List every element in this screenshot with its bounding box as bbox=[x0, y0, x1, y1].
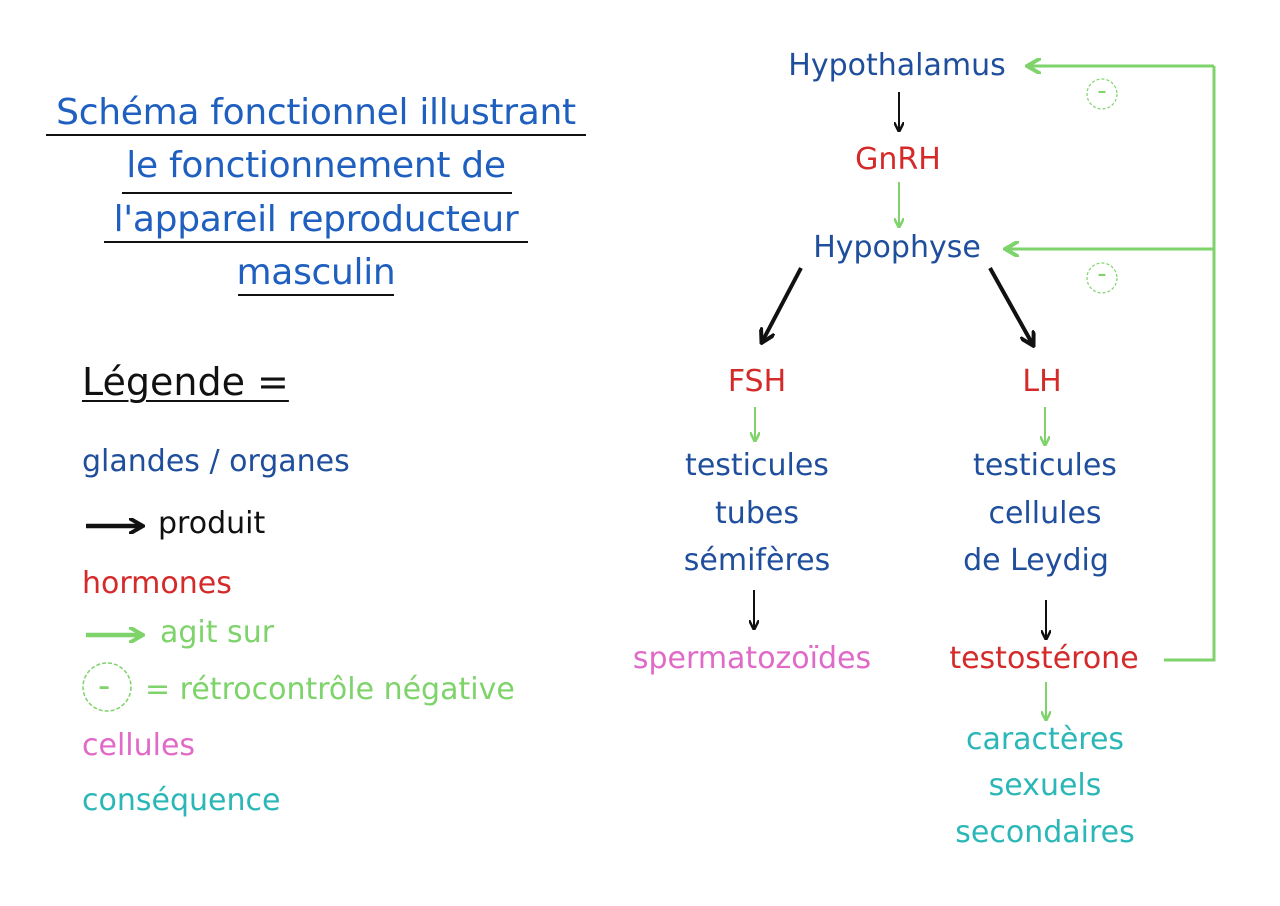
feedback-circle-hypothalamus bbox=[1086, 78, 1118, 110]
effect-line-2: sexuels bbox=[988, 768, 1102, 803]
legend-heading: Légende = bbox=[82, 360, 289, 404]
fsh-target-line-2: tubes bbox=[715, 496, 799, 531]
lh-target-line-1: testicules bbox=[973, 448, 1117, 483]
hormone-gnrh: GnRH bbox=[855, 142, 941, 177]
feedback-symbol-hypophyse: - bbox=[1097, 259, 1107, 289]
title-underline-1 bbox=[46, 134, 586, 136]
arrow-hypophyse-fsh bbox=[762, 267, 803, 342]
legend-cells: cellules bbox=[82, 728, 196, 763]
title-line-4: masculin bbox=[236, 252, 396, 293]
legend-glands: glandes / organes bbox=[82, 444, 350, 479]
legend-negative-feedback: = rétrocontrôle négative bbox=[145, 672, 515, 707]
title-underline-2 bbox=[122, 192, 512, 194]
title-line-3: l'appareil reproducteur bbox=[113, 199, 519, 240]
fsh-target-line-1: testicules bbox=[685, 448, 829, 483]
feedback-circle-hypophyse bbox=[1086, 262, 1118, 294]
fsh-target-line-3: sémifères bbox=[683, 543, 831, 578]
legend-consequence: conséquence bbox=[82, 783, 281, 818]
legend-negative-circle bbox=[82, 662, 132, 712]
lh-target-line-3: de Leydig bbox=[963, 543, 1109, 578]
hormone-testosterone: testostérone bbox=[949, 641, 1139, 676]
node-hypothalamus: Hypothalamus bbox=[788, 48, 1006, 83]
title-line-2: le fonctionnement de bbox=[126, 145, 506, 186]
cells-spermatozoides: spermatozoïdes bbox=[632, 641, 872, 676]
hormone-lh: LH bbox=[1022, 364, 1062, 399]
node-hypophyse: Hypophyse bbox=[813, 230, 981, 265]
legend-negative-symbol: - bbox=[98, 666, 111, 706]
legend-hormones: hormones bbox=[82, 566, 232, 601]
title-underline-3 bbox=[104, 241, 528, 243]
feedback-line bbox=[1164, 66, 1216, 662]
effect-line-1: caractères bbox=[965, 722, 1125, 757]
arrow-hypophyse-lh bbox=[988, 267, 1033, 345]
hormone-fsh: FSH bbox=[727, 364, 787, 399]
legend-produces: produit bbox=[158, 506, 266, 541]
effect-line-3: secondaires bbox=[955, 815, 1135, 850]
lh-target-line-2: cellules bbox=[988, 496, 1102, 531]
title-line-1: Schéma fonctionnel illustrant bbox=[56, 92, 576, 133]
title-underline-4 bbox=[238, 294, 394, 296]
legend-acts-on: agit sur bbox=[160, 615, 275, 650]
feedback-symbol-hypothalamus: - bbox=[1097, 76, 1107, 106]
